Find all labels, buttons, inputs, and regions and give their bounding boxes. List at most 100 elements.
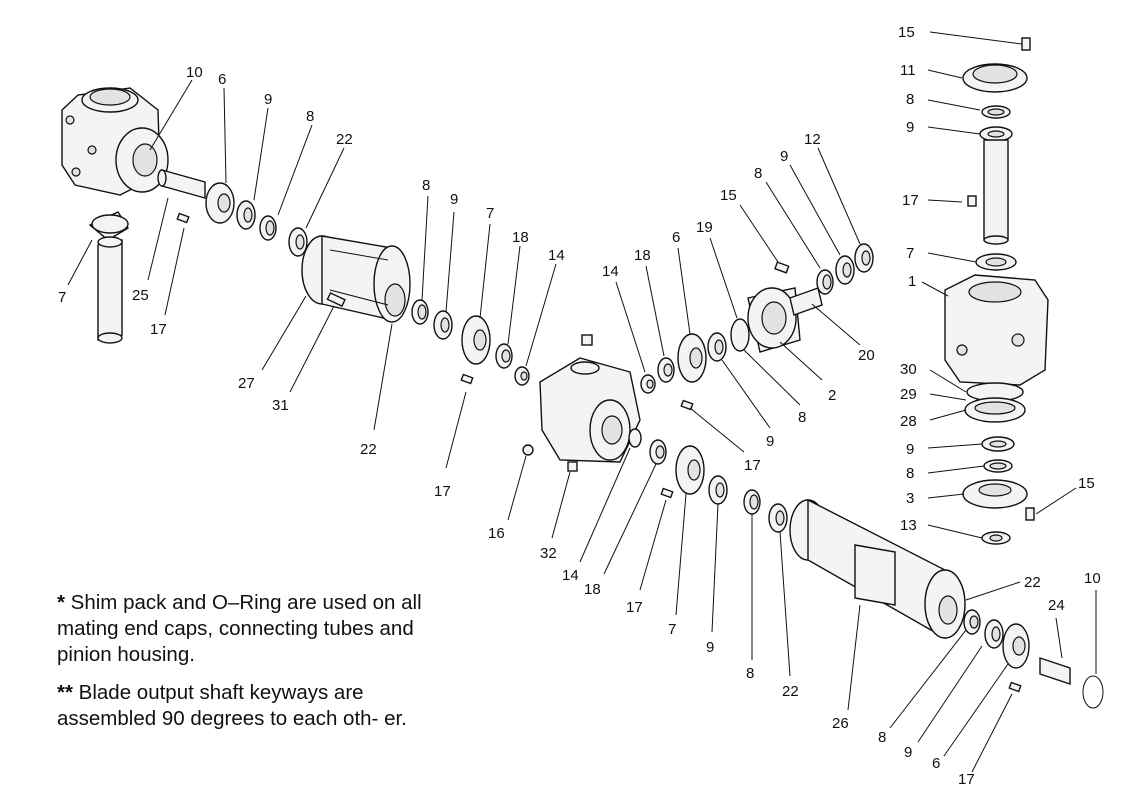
callout-label: 14 bbox=[548, 247, 565, 264]
callout-label: 17 bbox=[902, 192, 919, 209]
note-keyways: ** Blade output shaft keyways are assemb… bbox=[57, 680, 457, 732]
lr-key-17 bbox=[1008, 681, 1022, 693]
right-bolt-15-top bbox=[1021, 37, 1031, 51]
callout-label: 8 bbox=[754, 165, 762, 182]
lower-shim-18 bbox=[649, 439, 667, 465]
right-cup-8-bottom bbox=[983, 459, 1013, 473]
callout-label: 8 bbox=[906, 91, 914, 108]
callout-label: 31 bbox=[272, 397, 289, 414]
callout-label: 24 bbox=[1048, 597, 1065, 614]
right-top-cap-11 bbox=[962, 63, 1028, 93]
vent-plug bbox=[581, 334, 593, 346]
upper-shim-18 bbox=[657, 357, 675, 383]
plug-32 bbox=[567, 461, 578, 472]
callout-label: 15 bbox=[898, 24, 915, 41]
callout-label: 6 bbox=[932, 755, 940, 772]
callout-label: 9 bbox=[906, 441, 914, 458]
callout-label: 18 bbox=[512, 229, 529, 246]
right-key-17 bbox=[967, 195, 977, 207]
input-end-cap bbox=[747, 287, 801, 353]
center-key-17 bbox=[460, 373, 474, 385]
callout-label: 9 bbox=[780, 148, 788, 165]
callout-label: 27 bbox=[238, 375, 255, 392]
upper-nut-14 bbox=[640, 374, 656, 394]
assembly-notes: * Shim pack and O–Ring are used on all m… bbox=[57, 590, 457, 744]
note-text: Shim pack and O–Ring are used on all mat… bbox=[57, 591, 422, 666]
splined-shaft-20 bbox=[789, 287, 823, 316]
lr-gear-6 bbox=[1002, 623, 1030, 669]
lower-bearing-9 bbox=[708, 475, 728, 505]
callout-label: 8 bbox=[422, 177, 430, 194]
callout-label: 12 bbox=[804, 131, 821, 148]
callout-label: 9 bbox=[766, 433, 774, 450]
callout-label: 8 bbox=[746, 665, 754, 682]
callout-label: 10 bbox=[186, 64, 203, 81]
callout-label: 28 bbox=[900, 413, 917, 430]
right-bottom-cap-3 bbox=[962, 479, 1028, 509]
left-cup-8 bbox=[259, 215, 277, 241]
lower-seal-22 bbox=[768, 503, 788, 533]
callout-label: 17 bbox=[150, 321, 167, 338]
o-ring-19 bbox=[730, 318, 750, 352]
callout-label: 3 bbox=[906, 490, 914, 507]
center-gear-7 bbox=[461, 315, 491, 365]
callout-label: 18 bbox=[584, 581, 601, 598]
callout-label: 30 bbox=[900, 361, 917, 378]
seal-12 bbox=[854, 243, 874, 273]
callout-label: 1 bbox=[908, 273, 916, 290]
callout-label: 19 bbox=[696, 219, 713, 236]
left-bevel-gear-7 bbox=[88, 211, 129, 241]
upper-gear-6 bbox=[677, 333, 707, 383]
leader-lines bbox=[67, 31, 1097, 773]
callout-label: 15 bbox=[720, 187, 737, 204]
upper-bearing-9 bbox=[707, 332, 727, 362]
callout-label: 25 bbox=[132, 287, 149, 304]
callout-label: 17 bbox=[626, 599, 643, 616]
right-bolt-15-bottom bbox=[1025, 507, 1035, 521]
callout-label: 26 bbox=[832, 715, 849, 732]
callout-label: 6 bbox=[672, 229, 680, 246]
callout-label: 8 bbox=[878, 729, 886, 746]
lower-cup-8 bbox=[743, 489, 761, 515]
left-bearing-9 bbox=[236, 200, 256, 230]
right-connecting-tube bbox=[789, 498, 966, 640]
callout-label: 17 bbox=[744, 457, 761, 474]
callout-label: 22 bbox=[336, 131, 353, 148]
left-bolt-31 bbox=[326, 292, 346, 308]
callout-label: 11 bbox=[900, 62, 916, 79]
callout-label: 14 bbox=[562, 567, 579, 584]
callout-label: 9 bbox=[264, 91, 272, 108]
lr-shaft-24 bbox=[1039, 657, 1071, 685]
callout-label: 32 bbox=[540, 545, 557, 562]
callout-label: 10 bbox=[1084, 570, 1101, 587]
callout-label: 9 bbox=[706, 639, 714, 656]
center-bearing-9 bbox=[433, 310, 453, 340]
callout-label: 8 bbox=[306, 108, 314, 125]
right-seal-13 bbox=[981, 531, 1011, 545]
left-output-shaft bbox=[157, 169, 206, 199]
callout-label: 14 bbox=[602, 263, 619, 280]
center-cup-8 bbox=[411, 299, 429, 325]
callout-label: 17 bbox=[958, 771, 975, 788]
note-text: Blade output shaft keyways are assembled… bbox=[57, 681, 407, 730]
right-cup-8 bbox=[816, 269, 834, 295]
callout-label: 7 bbox=[668, 621, 676, 638]
note-mark: ** bbox=[57, 681, 73, 704]
callout-label: 7 bbox=[58, 289, 66, 306]
right-cup-8-top bbox=[981, 105, 1011, 119]
right-ring-28 bbox=[964, 397, 1026, 423]
callout-label: 7 bbox=[486, 205, 494, 222]
left-gear-6 bbox=[205, 182, 235, 224]
callout-label: 15 bbox=[1078, 475, 1095, 492]
callout-label: 2 bbox=[828, 387, 836, 404]
left-gearbox-housing bbox=[61, 87, 169, 196]
right-gear-7 bbox=[975, 253, 1017, 271]
lr-bearing-9 bbox=[984, 619, 1004, 649]
note-mark: * bbox=[57, 591, 65, 614]
bolt-15-center bbox=[774, 261, 790, 274]
callout-label: 22 bbox=[1024, 574, 1041, 591]
right-bearing-9-top bbox=[979, 126, 1013, 142]
callout-label: 16 bbox=[488, 525, 505, 542]
lower-gear-7 bbox=[675, 445, 705, 495]
